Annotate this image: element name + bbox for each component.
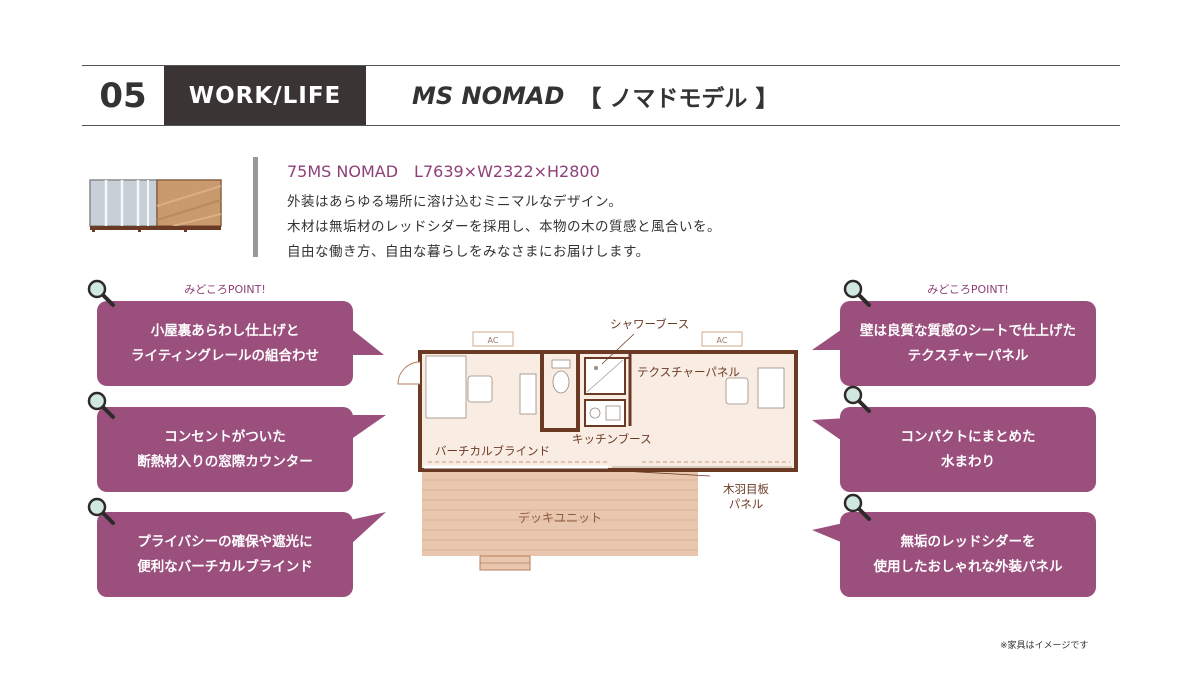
model-title: MS NOMAD 【 ノマドモデル 】 [412, 80, 778, 112]
header-bottom-rule [82, 125, 1120, 126]
left-callout-1: 小屋裏あらわし仕上げと ライティングレールの組合わせ [97, 301, 353, 386]
magnifier-icon [87, 279, 115, 307]
magnifier-icon [87, 391, 115, 419]
right-bubble-tails [812, 325, 848, 545]
callout-line: 水まわり [941, 453, 995, 470]
callout-line: コンセントがついた [164, 428, 286, 445]
callout-line: ライティングレールの組合わせ [131, 347, 319, 364]
footnote: ※家具はイメージです [1000, 641, 1089, 651]
model-spec: 75MS NOMAD L7639×W2322×H2800 [287, 162, 600, 181]
magnifier-icon [87, 497, 115, 525]
intro-line-1: 外装はあらゆる場所に溶け込むミニマルなデザイン。 [287, 194, 623, 210]
right-point-tag: みどころPOINT! [927, 283, 1009, 296]
callout-line: 断熱材入りの窓際カウンター [137, 453, 313, 470]
callout-line: プライバシーの確保や遮光に [137, 533, 313, 550]
right-callout-2: コンパクトにまとめた 水まわり [840, 407, 1096, 492]
intro-line-2: 木材は無垢材のレッドシダーを採用し、本物の木の質感と風合いを。 [287, 219, 721, 235]
left-bubble-tails [350, 328, 386, 545]
texture-label: テクスチャーパネル [637, 365, 740, 379]
left-point-tag: みどころPOINT! [184, 283, 266, 296]
ac-label-left: AC [488, 336, 499, 345]
intro-line-3: 自由な働き方、自由な暮らしをみなさまにお届けします。 [287, 244, 650, 260]
callout-line: 壁は良質な質感のシートで仕上げた [860, 322, 1076, 339]
entry-door [397, 361, 421, 385]
deck-area [422, 470, 698, 556]
blind-label: バーチカルブラインド [435, 444, 550, 458]
callout-line: 無垢のレッドシダーを [900, 533, 1036, 550]
right-callout-1: 壁は良質な質感のシートで仕上げた テクスチャーパネル [840, 301, 1096, 386]
callout-line: 便利なバーチカルブラインド [137, 558, 313, 575]
model-name-en: MS NOMAD [412, 82, 565, 110]
left-callout-3: プライバシーの確保や遮光に 便利なバーチカルブラインド [97, 512, 353, 597]
exterior-thumbnail-image [89, 179, 222, 232]
callout-line: コンパクトにまとめた [900, 428, 1036, 445]
kitchen-label: キッチンブース [572, 432, 652, 446]
header-top-rule [82, 65, 1120, 66]
intro-accent-bar [253, 157, 258, 257]
callout-line: 小屋裏あらわし仕上げと [150, 322, 300, 339]
right-callout-3: 無垢のレッドシダーを 使用したおしゃれな外装パネル [840, 512, 1096, 597]
deck-label: デッキユニット [518, 510, 602, 525]
section-number: 05 [99, 75, 147, 116]
wood-panel-label-2: パネル [729, 497, 764, 511]
left-callout-2: コンセントがついた 断熱材入りの窓際カウンター [97, 407, 353, 492]
floor-plan: AC AC シャワーブース テクスチャーパネル キッチンブース バーチカルブライ… [397, 317, 798, 571]
magnifier-icon [843, 493, 871, 521]
callout-line: テクスチャーパネル [907, 347, 1029, 364]
magnifier-icon [843, 279, 871, 307]
ac-label-right: AC [717, 336, 728, 345]
ac-unit-left [472, 331, 514, 347]
ac-unit-right [701, 331, 743, 347]
wood-panel-label-1: 木羽目板 [723, 482, 769, 496]
kitchen-booth [584, 399, 626, 427]
category-label: WORK/LIFE [164, 66, 366, 125]
magnifier-icon [843, 385, 871, 413]
callout-line: 使用したおしゃれな外装パネル [873, 558, 1063, 575]
model-name-jp: 【 ノマドモデル 】 [578, 86, 779, 112]
shower-label: シャワーブース [610, 317, 689, 331]
